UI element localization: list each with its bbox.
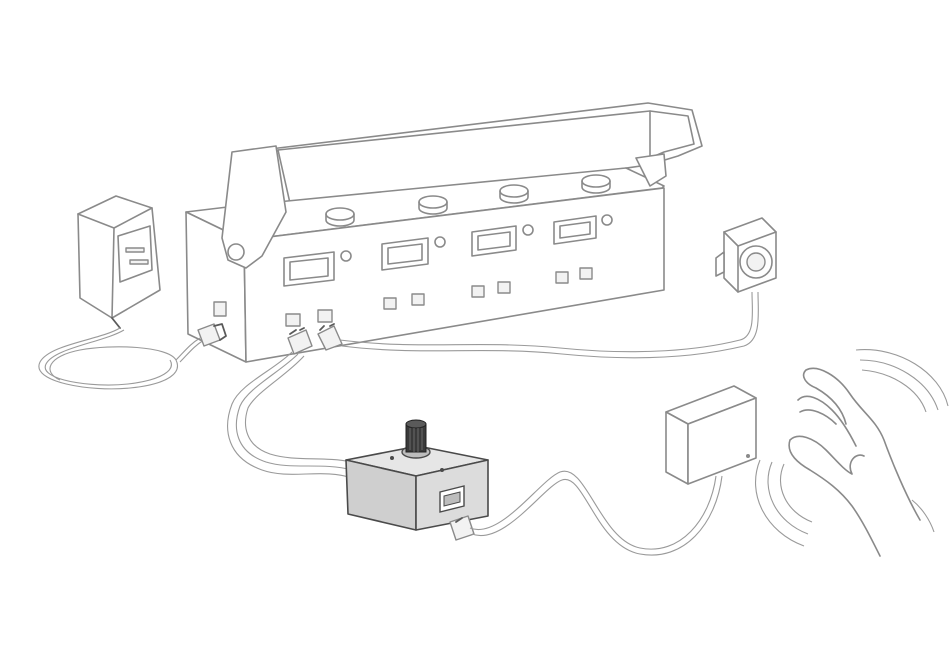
cable-hub-to-speaker bbox=[317, 291, 759, 359]
hand-wave-icon bbox=[788, 367, 921, 557]
hub-ports bbox=[285, 267, 593, 327]
adapter-cord bbox=[38, 323, 227, 390]
plug-prong-icon bbox=[125, 247, 145, 253]
control-hub bbox=[185, 102, 703, 363]
hub-top-knobs bbox=[325, 174, 611, 227]
speaker bbox=[715, 217, 777, 293]
dimmer-module bbox=[345, 419, 489, 531]
adapter-plug-face bbox=[117, 225, 153, 283]
waving-hand bbox=[755, 349, 949, 557]
motion-sensor bbox=[665, 385, 757, 485]
hub-side-port bbox=[213, 301, 227, 317]
cable-hub-to-dimmer bbox=[227, 327, 353, 479]
hub-displays bbox=[283, 214, 613, 287]
power-adapter bbox=[77, 195, 161, 329]
cable-dimmer-to-sensor bbox=[449, 470, 723, 556]
hub-lid-arm bbox=[221, 145, 287, 269]
rotary-knob-icon bbox=[401, 419, 431, 459]
sensor-box-icon bbox=[687, 397, 757, 485]
